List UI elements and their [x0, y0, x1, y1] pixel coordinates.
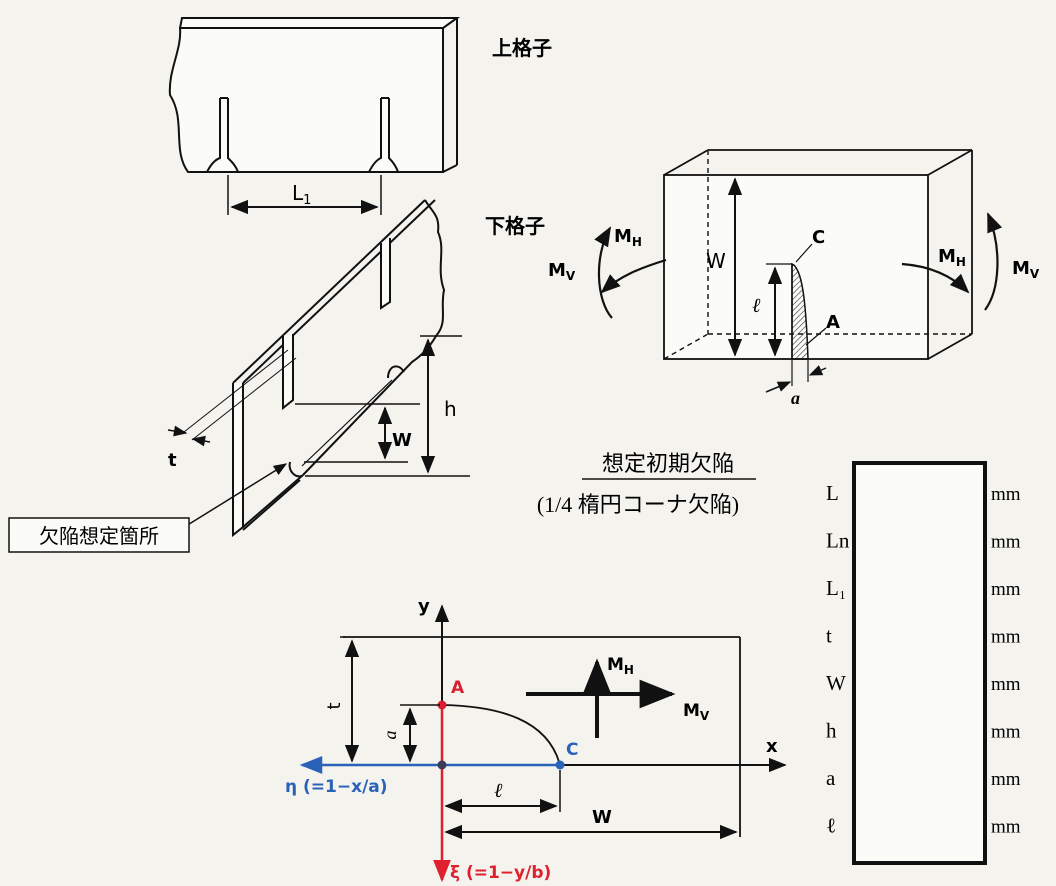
svg-text:MH: MH — [938, 246, 966, 269]
upper-grid — [168, 17, 461, 173]
dimension-l1: L1 — [227, 175, 382, 215]
lower-plate-near — [232, 383, 244, 538]
dim-row-unit: mm — [991, 579, 1021, 600]
dim-row-symbol: a — [826, 766, 836, 790]
block-mv-left-sub: V — [566, 269, 576, 283]
caption-title: 想定初期欠陥 — [602, 451, 734, 476]
h-label: h — [444, 397, 457, 421]
defect-notch — [288, 461, 303, 478]
eta-axis-label: η (=1−x/a) — [285, 777, 388, 797]
w-block-label: W — [706, 249, 726, 273]
lower-plate-mid — [282, 334, 294, 411]
l-coord-label: ℓ — [494, 780, 503, 802]
dimension-h: h — [305, 335, 470, 477]
coord-mv-sub: V — [700, 709, 710, 723]
dimension-table-box — [852, 461, 987, 865]
svg-text:MV: MV — [1012, 258, 1040, 281]
block-mv-left: M — [548, 260, 566, 281]
defect-location-label: 欠陥想定箇所 — [39, 524, 159, 548]
point-c-dot — [555, 760, 565, 770]
w-lower-label: W — [392, 430, 412, 451]
mv-right-arc — [984, 212, 1003, 311]
coord-mv-label: M — [683, 701, 700, 721]
t-coord-label: t — [324, 702, 345, 709]
dim-row-unit: mm — [991, 627, 1021, 648]
dim-row-unit: mm — [991, 484, 1021, 505]
mh-left-curve — [600, 258, 667, 294]
coord-mh-sub: H — [624, 663, 634, 677]
dimension-a-block: a — [765, 360, 827, 408]
block-mv-right-sub: V — [1030, 267, 1040, 281]
dim-row-symbol: h — [826, 719, 837, 743]
dim-row-unit: mm — [991, 532, 1021, 553]
point-c-label: C — [566, 740, 578, 760]
dim-row-unit: mm — [991, 817, 1021, 838]
coordinate-diagram: y x η (=1−x/a) ξ (=1−y/b) A C t a ℓ W — [285, 596, 787, 883]
caption-subtitle: (1/4 楕円コーナ欠陥) — [537, 492, 739, 517]
block-mh-right-sub: H — [956, 255, 966, 269]
block-mh-left-sub: H — [632, 235, 642, 249]
l1-label: L — [292, 181, 304, 205]
dim-row-symbol: L₁ — [826, 576, 846, 600]
block-3d — [663, 149, 973, 360]
dim-row-unit: mm — [991, 674, 1021, 695]
moment-arrows-block — [594, 212, 1003, 319]
xi-axis-label: ξ (=1−y/b) — [450, 863, 551, 883]
x-axis-label: x — [766, 736, 778, 757]
y-axis-label: y — [418, 596, 430, 617]
dim-row-symbol: ℓ — [826, 814, 836, 838]
svg-text:L1: L1 — [292, 181, 311, 208]
mh-left-arc — [594, 226, 613, 319]
t-lower-label: t — [168, 450, 177, 471]
upper-slot-right — [368, 97, 399, 173]
crack-quarter-ellipse — [791, 262, 809, 360]
upper-slot-left — [206, 97, 239, 173]
dim-row-symbol: Ln — [826, 529, 850, 553]
dimension-w-lower: W — [295, 403, 420, 463]
w-coord-label: W — [592, 807, 612, 828]
block-mh-left: M — [614, 226, 632, 247]
point-origin-dot — [437, 760, 447, 770]
dim-row-symbol: L — [826, 481, 839, 505]
mh-right-curve — [901, 262, 970, 294]
dim-row-unit: mm — [991, 769, 1021, 790]
block-point-a: A — [826, 312, 840, 333]
block-mh-right: M — [938, 246, 956, 267]
dimension-w-block: W — [706, 177, 743, 357]
lower-grid-label: 下格子 — [485, 214, 545, 238]
lower-plate-far — [380, 238, 391, 310]
point-a-dot — [437, 700, 447, 710]
dimension-l-block: ℓ — [752, 263, 792, 357]
dim-row-unit: mm — [991, 722, 1021, 743]
l-block-label: ℓ — [752, 295, 761, 317]
dimension-t: t — [167, 349, 297, 471]
a-coord-label: a — [380, 731, 400, 740]
svg-text:MV: MV — [548, 260, 576, 283]
upper-grid-plate — [168, 17, 461, 173]
block-point-c: C — [812, 227, 825, 248]
upper-grid-label: 上格子 — [492, 36, 552, 60]
svg-text:MV: MV — [683, 701, 710, 723]
lower-grid — [232, 199, 446, 538]
defect-location-callout: 欠陥想定箇所 — [8, 379, 393, 553]
a-block-label: a — [791, 388, 800, 408]
svg-text:MH: MH — [607, 655, 634, 677]
dim-row-symbol: t — [826, 624, 832, 648]
defect-ellipse — [441, 704, 561, 766]
svg-text:MH: MH — [614, 226, 642, 249]
l1-sub: 1 — [303, 193, 311, 208]
coord-mh-label: M — [607, 655, 624, 675]
block-mv-right: M — [1012, 258, 1030, 279]
point-a-label: A — [451, 678, 465, 698]
dim-row-symbol: W — [826, 671, 846, 695]
